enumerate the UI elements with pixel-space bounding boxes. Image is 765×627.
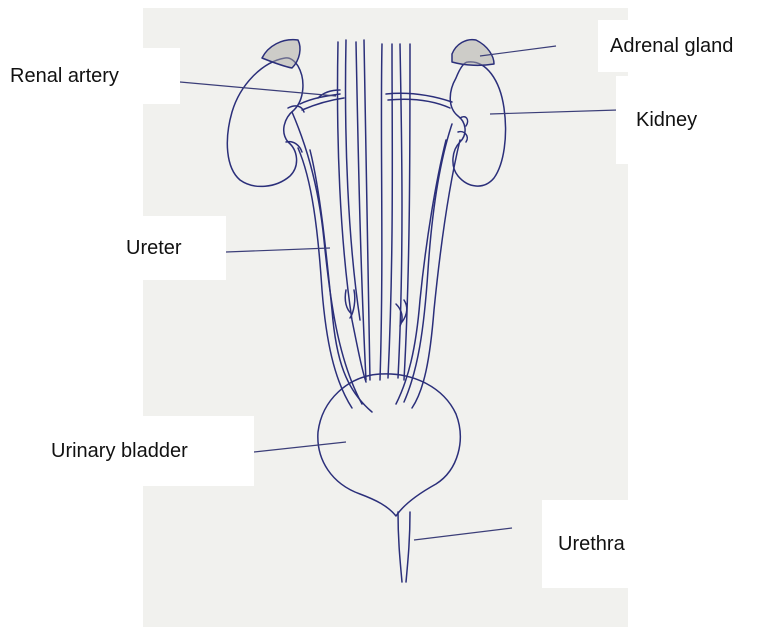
label-adrenal-gland-text: Adrenal gland xyxy=(610,35,733,58)
label-urinary-bladder: Urinary bladder xyxy=(0,416,254,486)
leader-ureter xyxy=(226,248,330,252)
central-vessel-right xyxy=(380,44,382,380)
label-adrenal-gland: Adrenal gland xyxy=(598,20,765,72)
label-kidney-text: Kidney xyxy=(636,109,697,132)
leader-urethra xyxy=(414,528,512,540)
right-kidney xyxy=(450,62,505,186)
leader-urinary-bladder xyxy=(254,442,346,452)
label-urethra-text: Urethra xyxy=(558,533,625,556)
leader-renal-artery xyxy=(180,82,336,96)
label-ureter-text: Ureter xyxy=(126,237,182,260)
label-urinary-bladder-text: Urinary bladder xyxy=(51,440,188,463)
label-ureter: Ureter xyxy=(0,216,226,280)
urinary-bladder xyxy=(318,374,460,516)
leader-kidney xyxy=(490,110,618,114)
label-renal-artery-text: Renal artery xyxy=(10,65,119,88)
urethra xyxy=(398,512,402,582)
label-kidney: Kidney xyxy=(616,76,765,164)
central-vessel xyxy=(338,42,366,382)
left-kidney xyxy=(227,58,303,187)
label-renal-artery: Renal artery xyxy=(0,48,180,104)
label-urethra: Urethra xyxy=(542,500,765,588)
leader-adrenal-gland xyxy=(480,46,556,56)
right-adrenal-gland xyxy=(452,40,494,66)
